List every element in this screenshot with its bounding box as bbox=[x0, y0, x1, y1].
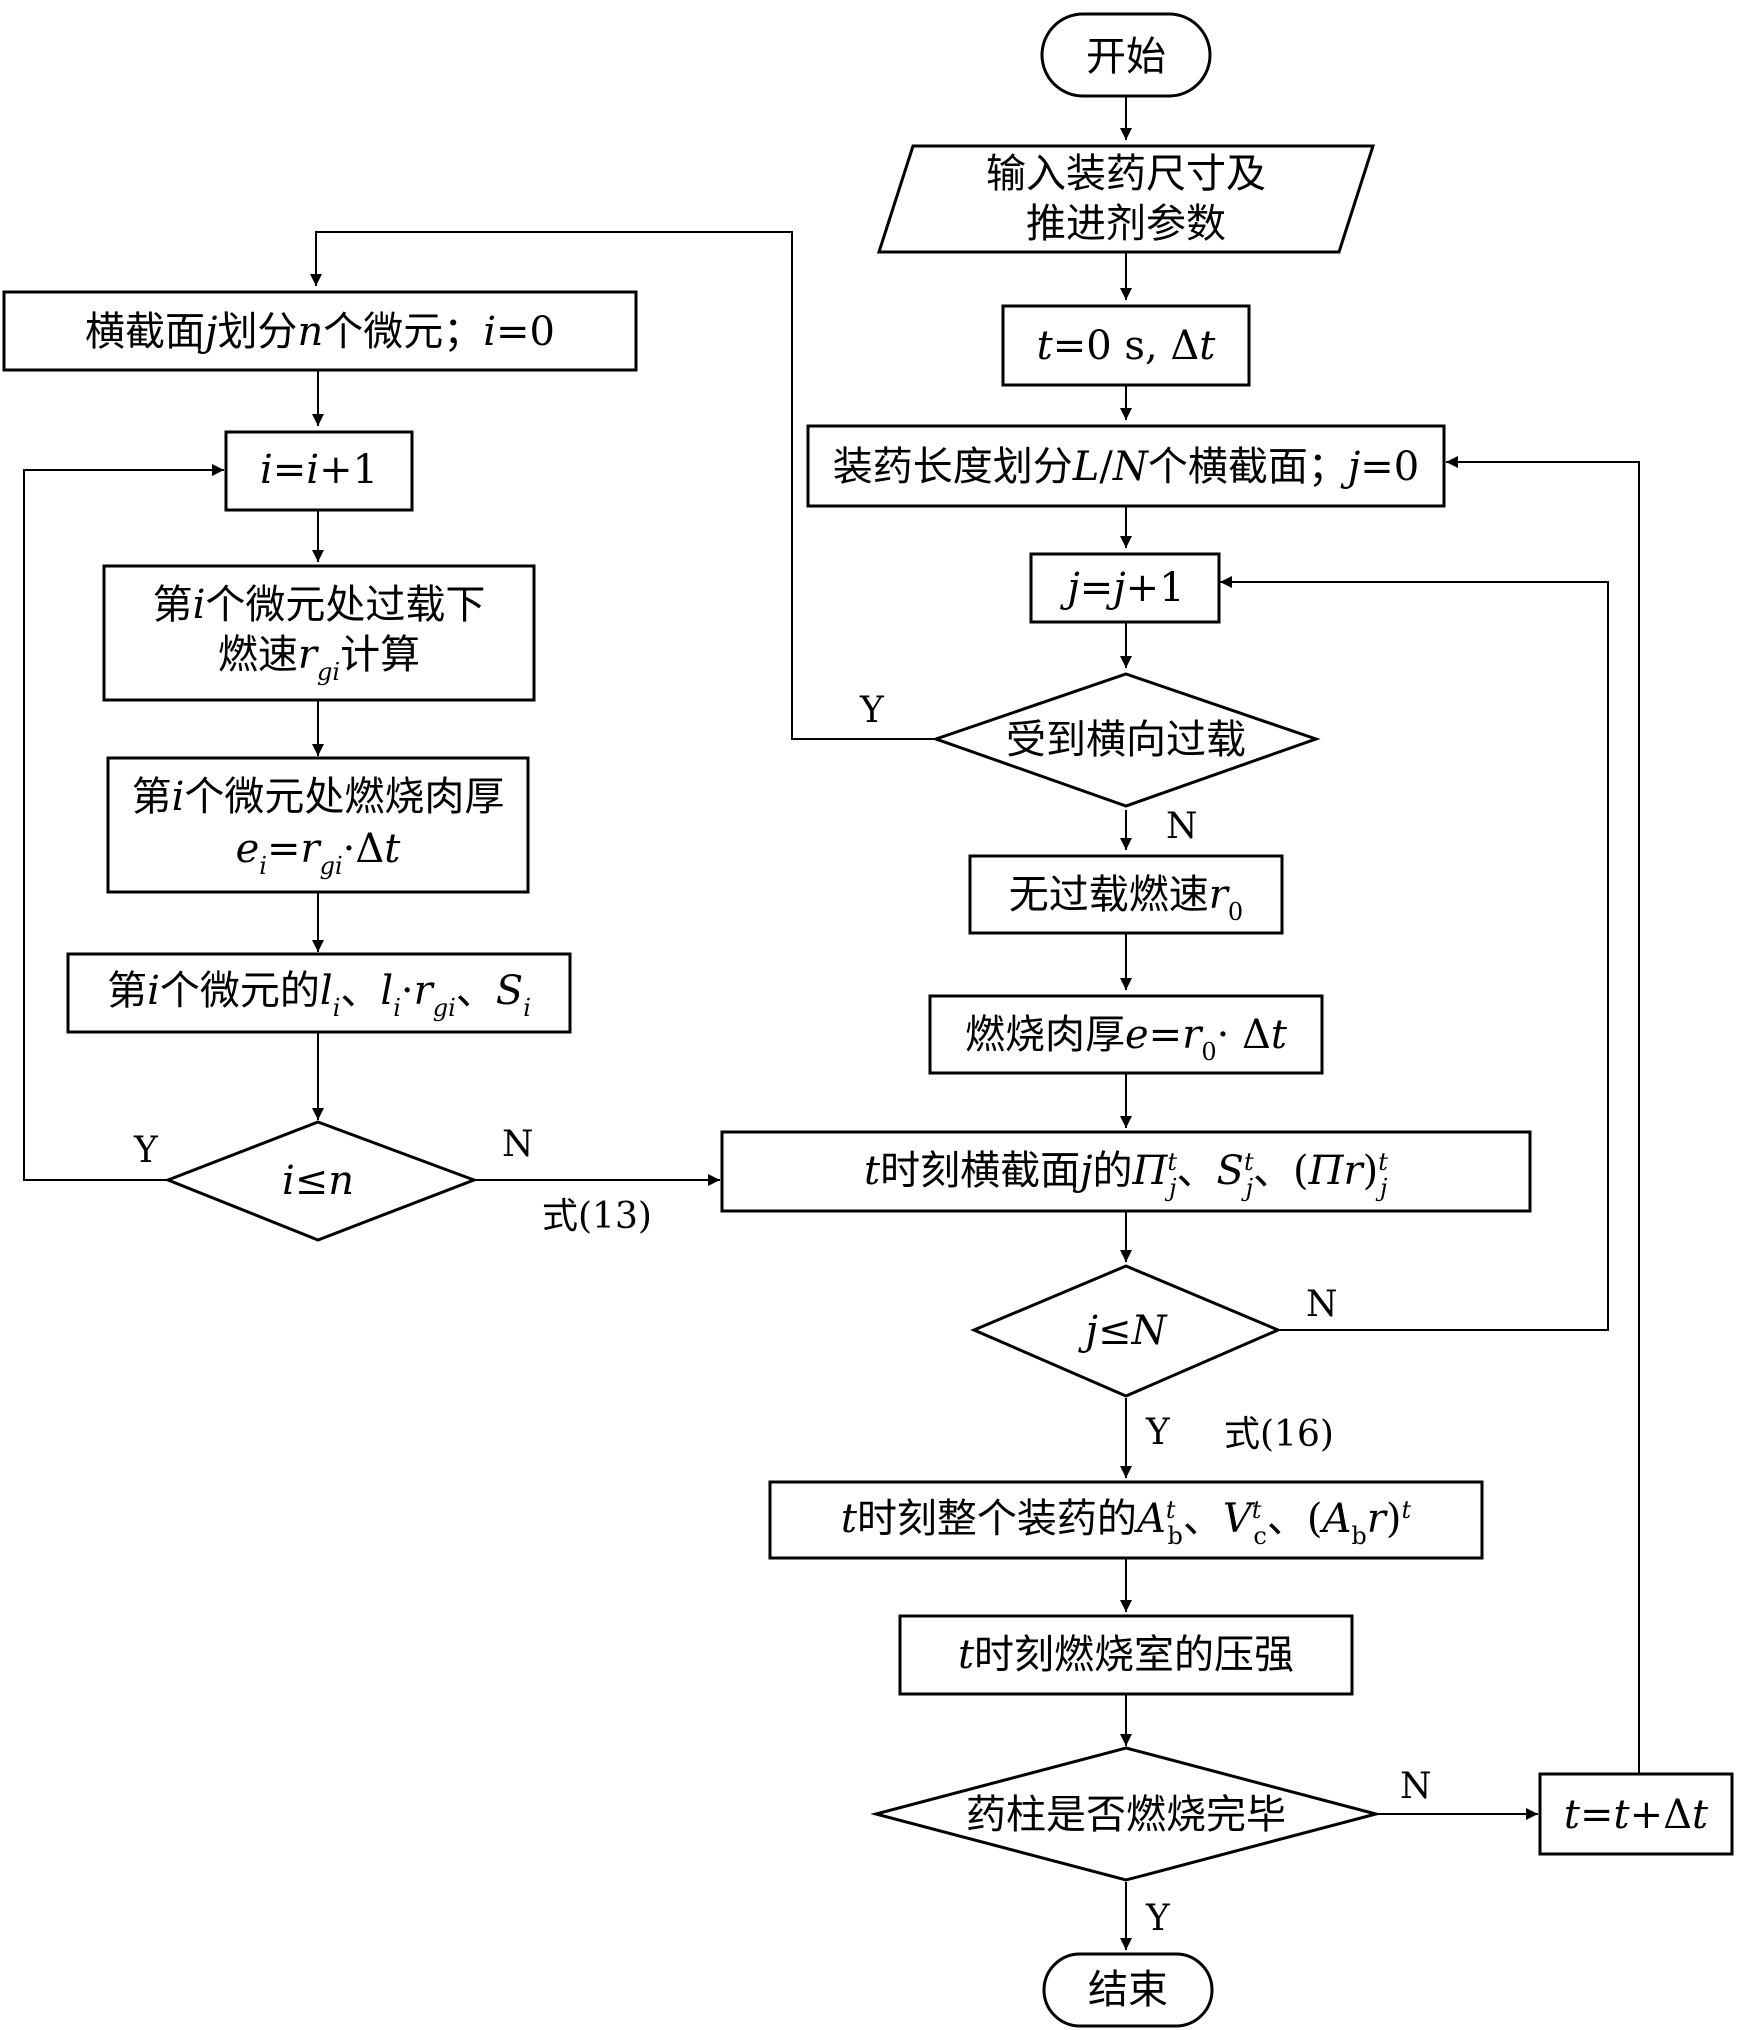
overload-rate-label-line2: 燃速rgi计算 bbox=[218, 632, 420, 686]
j-check-yes-label: Y bbox=[1145, 1412, 1171, 1453]
lateral-overload-label: 受到横向过载 bbox=[1006, 717, 1246, 763]
j-increment-node: j=j+1 bbox=[1029, 552, 1221, 624]
subdivision-node: 横截面j划分n个微元；i=0 bbox=[2, 290, 638, 372]
arrow-lateral-yes bbox=[310, 231, 936, 740]
arrow-jcheck-no-loop bbox=[1220, 576, 1609, 1331]
micro-thickness-label-line1: 第i个微元处燃烧肉厚 bbox=[132, 774, 505, 820]
no-overload-rate-label: 无过载燃速r0 bbox=[1009, 872, 1243, 926]
i-check-no-label: N bbox=[502, 1124, 534, 1165]
overload-rate-node: 第i个微元处过载下 燃速rgi计算 bbox=[102, 564, 536, 702]
end-node: 结束 bbox=[1042, 1952, 1214, 2028]
arrow-icheck-yes-loop bbox=[23, 464, 224, 1181]
overload-rate-label-line1: 第i个微元处过载下 bbox=[153, 582, 486, 628]
no-overload-rate-node: 无过载燃速r0 bbox=[968, 854, 1284, 935]
t-increment-label: t=t+Δt bbox=[1564, 1792, 1709, 1838]
micro-props-label: 第i个微元的li、li·rgi、Si bbox=[107, 968, 531, 1022]
edge-labels: Y N Y N 式(13) N Y 式(16) N Y bbox=[133, 690, 1432, 1939]
burn-thickness-label: 燃烧肉厚e=r0· Δt bbox=[965, 1012, 1288, 1066]
connectors bbox=[23, 96, 1640, 1950]
burn-thickness-node: 燃烧肉厚e=r0· Δt bbox=[928, 994, 1324, 1075]
input-label-line1: 输入装药尺寸及 bbox=[986, 151, 1266, 197]
pressure-node: t时刻燃烧室的压强 bbox=[898, 1614, 1354, 1696]
pressure-label: t时刻燃烧室的压强 bbox=[958, 1632, 1294, 1678]
start-node: 开始 bbox=[1040, 12, 1212, 98]
input-label-line2: 推进剂参数 bbox=[1026, 201, 1226, 247]
input-node: 输入装药尺寸及 推进剂参数 bbox=[876, 144, 1376, 254]
length-division-label: 装药长度划分L/N个横截面；j=0 bbox=[833, 444, 1419, 490]
time-init-node: t=0 s, Δt bbox=[1001, 304, 1251, 387]
i-check-label: i≤n bbox=[282, 1158, 354, 1204]
j-increment-label: j=j+1 bbox=[1059, 565, 1184, 611]
burn-out-no-label: N bbox=[1400, 1766, 1432, 1807]
micro-thickness-node: 第i个微元处燃烧肉厚 ei=rgi·Δt bbox=[106, 756, 530, 894]
lateral-overload-decision: 受到横向过载 bbox=[931, 672, 1321, 808]
micro-props-node: 第i个微元的li、li·rgi、Si bbox=[66, 952, 572, 1034]
i-increment-node: i=i+1 bbox=[224, 430, 414, 512]
lateral-no-label: N bbox=[1166, 806, 1198, 847]
j-check-decision: j≤N bbox=[970, 1264, 1282, 1398]
subdivision-label: 横截面j划分n个微元；i=0 bbox=[85, 309, 555, 355]
length-division-node: 装药长度划分L/N个横截面；j=0 bbox=[806, 424, 1446, 508]
burn-out-yes-label: Y bbox=[1145, 1898, 1171, 1939]
end-label: 结束 bbox=[1088, 1967, 1168, 2013]
arrow-tincr-loop bbox=[1446, 456, 1640, 1774]
t-increment-node: t=t+Δt bbox=[1538, 1772, 1734, 1856]
i-check-decision: i≤n bbox=[163, 1120, 479, 1242]
burn-out-label: 药柱是否燃烧完毕 bbox=[966, 1792, 1286, 1838]
start-label: 开始 bbox=[1086, 34, 1166, 80]
eq16-reference: 式(16) bbox=[1224, 1414, 1334, 1455]
i-increment-label: i=i+1 bbox=[260, 447, 378, 493]
j-check-no-label: N bbox=[1306, 1284, 1338, 1325]
micro-thickness-label-line2: ei=rgi·Δt bbox=[236, 826, 402, 880]
lateral-yes-label: Y bbox=[859, 690, 885, 731]
j-check-label: j≤N bbox=[1078, 1308, 1169, 1354]
eq13-reference: 式(13) bbox=[542, 1196, 652, 1237]
burn-out-decision: 药柱是否燃烧完毕 bbox=[870, 1746, 1382, 1882]
i-check-yes-label: Y bbox=[133, 1130, 159, 1171]
time-init-label: t=0 s, Δt bbox=[1037, 323, 1217, 369]
